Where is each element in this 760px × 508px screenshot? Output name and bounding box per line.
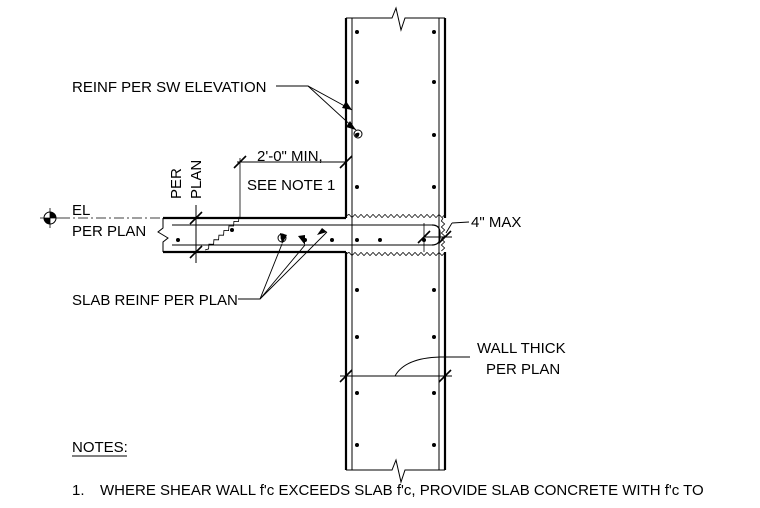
max-4in-label: 4" MAX xyxy=(471,214,521,231)
per-plan-rotated-1: PER xyxy=(168,168,185,199)
cold-joint xyxy=(204,213,446,257)
wall-callout-bar xyxy=(353,129,363,139)
wall-thick-label-1: WALL THICK xyxy=(477,340,566,357)
leader-lines xyxy=(238,85,470,377)
dimension-lines xyxy=(189,155,452,383)
note-1-text: WHERE SHEAR WALL f'c EXCEEDS SLAB f'c, P… xyxy=(100,482,704,499)
note-1-number: 1. xyxy=(72,482,85,499)
min-length-label-2: SEE NOTE 1 xyxy=(247,177,335,194)
slab-reinf-label: SLAB REINF PER PLAN xyxy=(72,292,238,309)
wall-thick-label-2: PER PLAN xyxy=(486,361,560,378)
leader-arrowheads xyxy=(280,101,356,245)
per-plan-rotated-2: PLAN xyxy=(188,160,205,199)
wall-vertical-bars xyxy=(355,30,436,447)
slab-bars xyxy=(176,228,426,242)
el-per-plan-label: PER PLAN xyxy=(72,223,146,240)
shear-wall xyxy=(344,6,447,484)
el-label: EL xyxy=(72,202,90,219)
notes-heading: NOTES: xyxy=(72,439,128,456)
elevation-marker xyxy=(40,208,163,228)
slab xyxy=(157,216,441,254)
reinf-sw-label: REINF PER SW ELEVATION xyxy=(72,79,266,96)
min-length-label-1: 2'-0" MIN, xyxy=(257,148,323,165)
